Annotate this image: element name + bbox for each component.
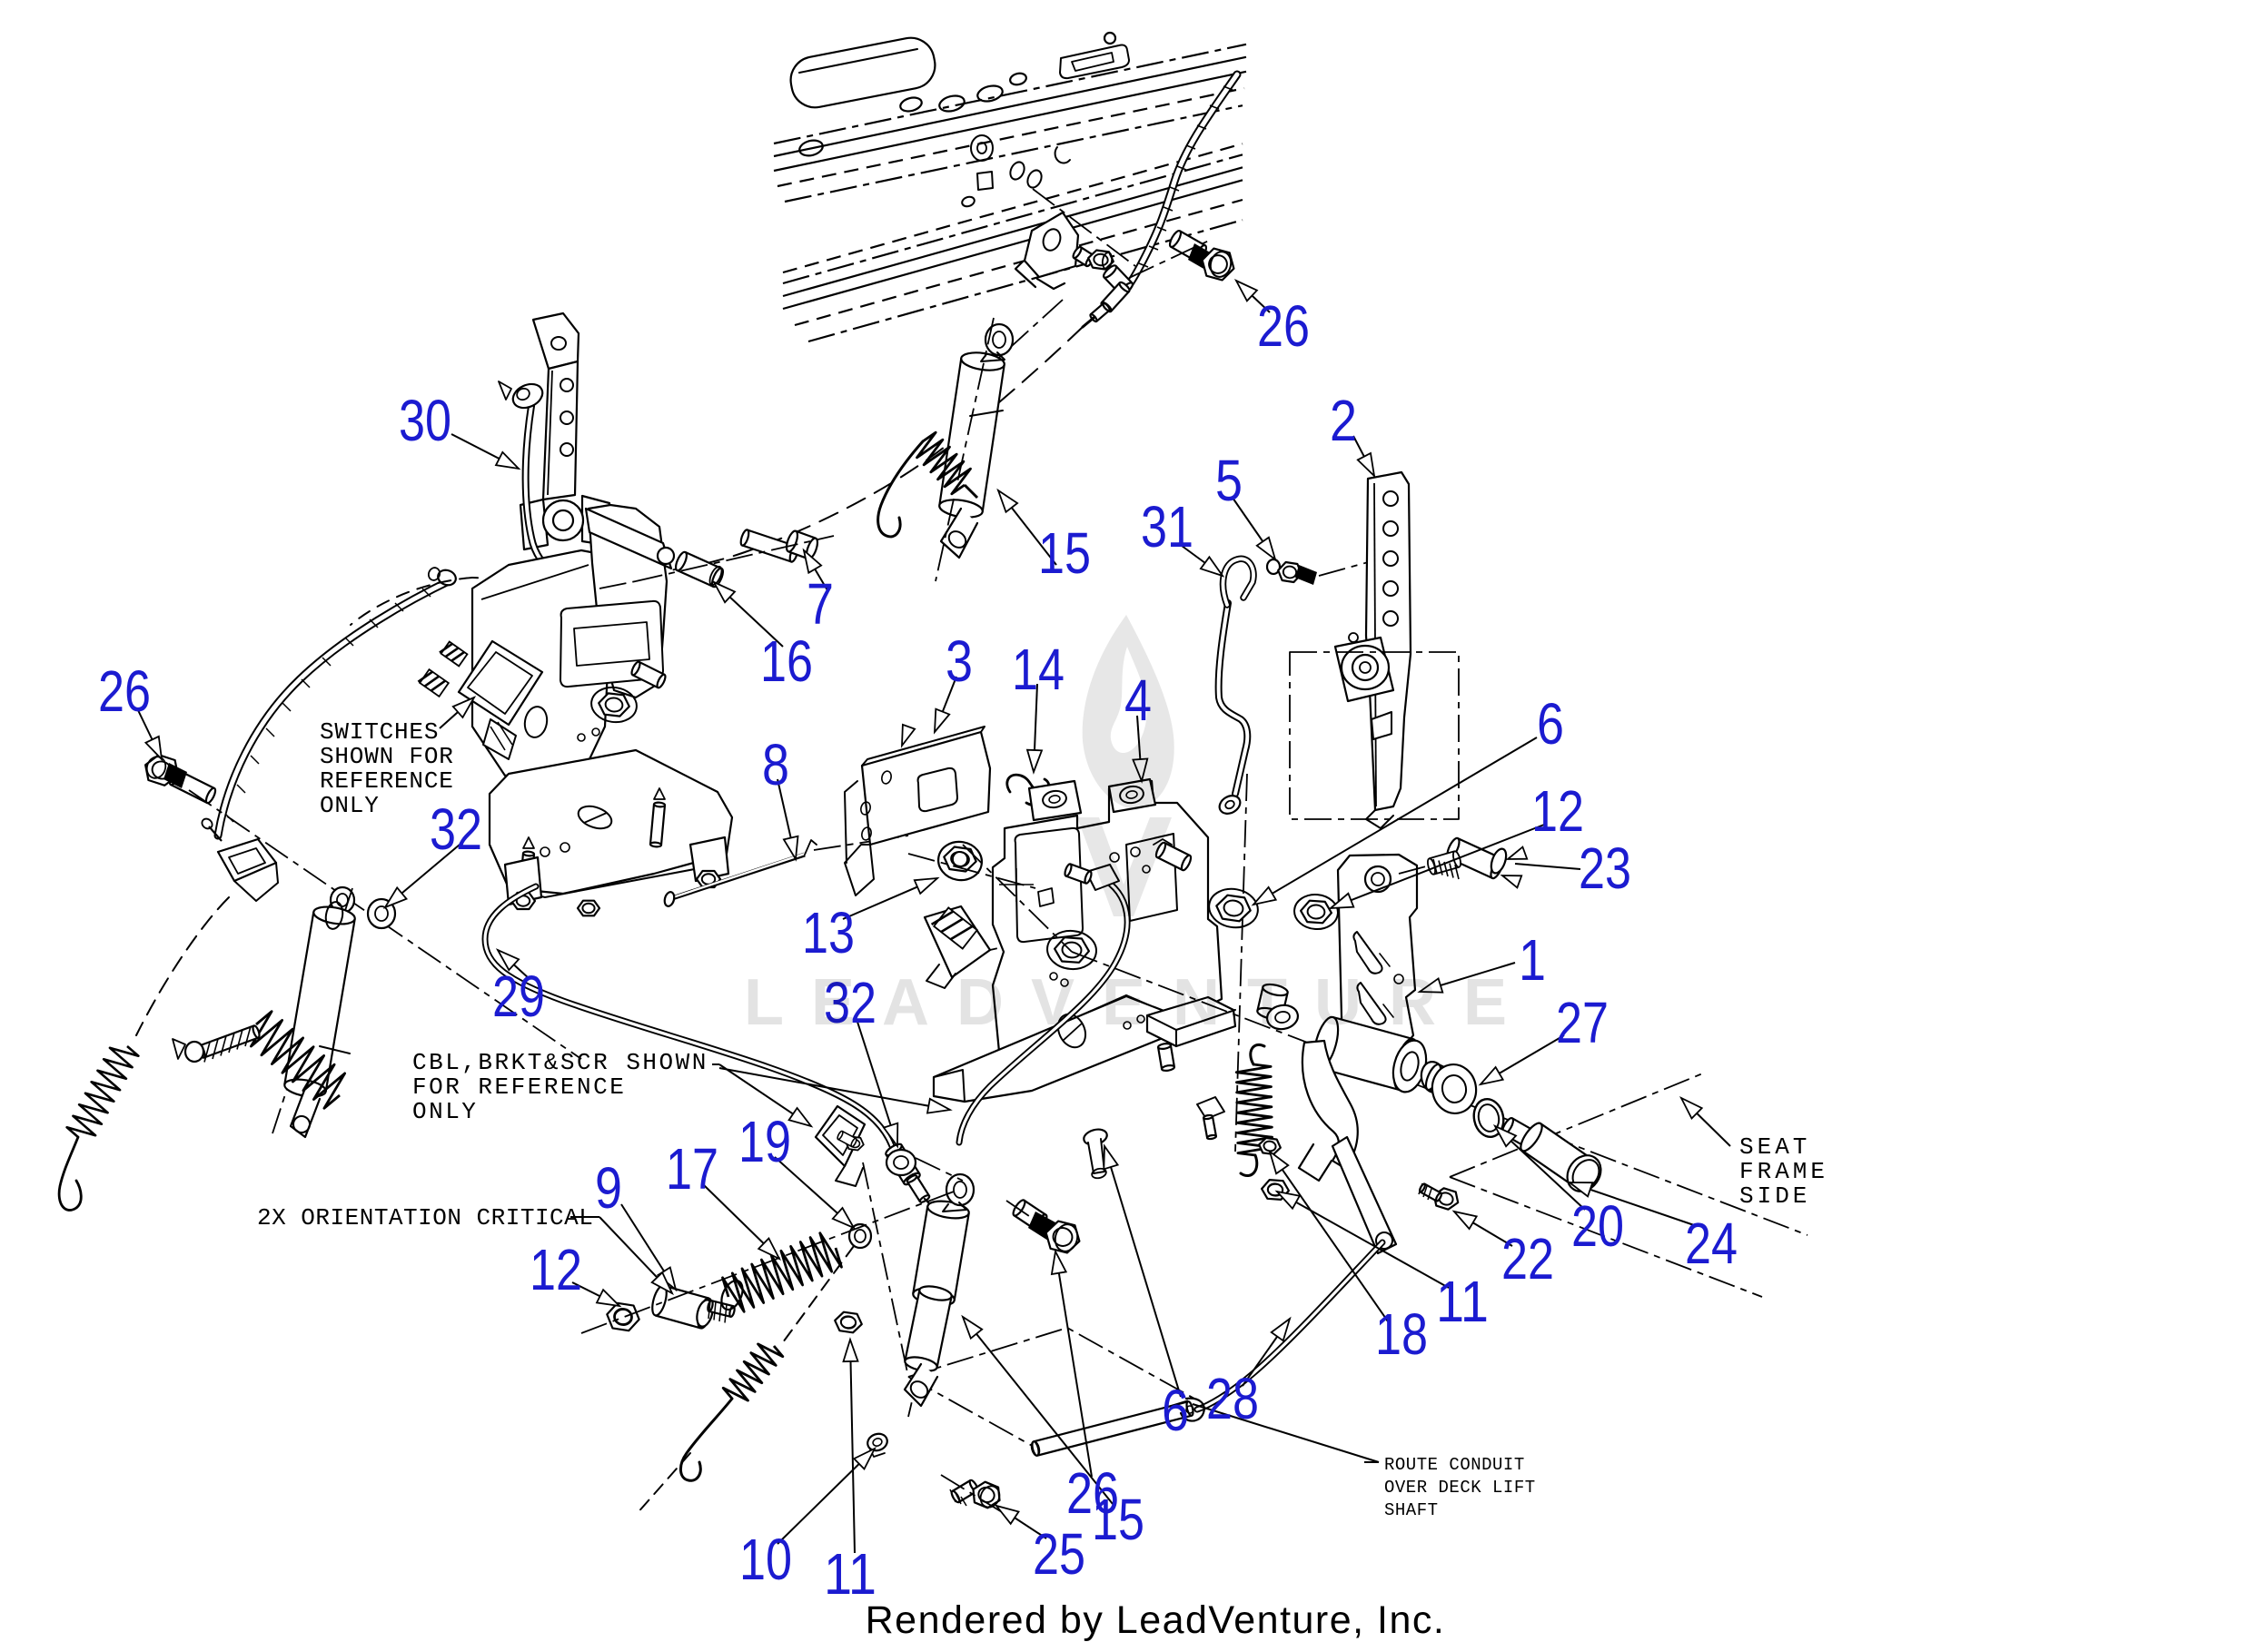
svg-text:OVER DECK LIFT: OVER DECK LIFT bbox=[1384, 1478, 1536, 1498]
svg-text:2X ORIENTATION CRITICAL: 2X ORIENTATION CRITICAL bbox=[257, 1204, 593, 1232]
svg-text:23: 23 bbox=[1579, 836, 1631, 901]
svg-text:SHOWN FOR: SHOWN FOR bbox=[320, 743, 454, 770]
svg-text:25: 25 bbox=[1033, 1521, 1085, 1587]
svg-text:LEADVENTURE: LEADVENTURE bbox=[744, 966, 1534, 1039]
svg-text:22: 22 bbox=[1501, 1226, 1554, 1291]
svg-text:CBL,BRKT&SCR SHOWN: CBL,BRKT&SCR SHOWN bbox=[412, 1049, 708, 1076]
svg-text:26: 26 bbox=[1066, 1460, 1119, 1526]
svg-text:FRAME: FRAME bbox=[1739, 1158, 1828, 1185]
svg-text:32: 32 bbox=[824, 970, 876, 1035]
svg-text:6: 6 bbox=[1537, 691, 1564, 757]
svg-text:5: 5 bbox=[1215, 448, 1243, 513]
svg-text:2: 2 bbox=[1330, 388, 1357, 453]
svg-text:3: 3 bbox=[946, 628, 973, 694]
svg-text:15: 15 bbox=[1092, 1487, 1144, 1552]
svg-text:15: 15 bbox=[1038, 520, 1091, 586]
svg-text:14: 14 bbox=[1012, 637, 1065, 702]
svg-text:11: 11 bbox=[824, 1541, 876, 1607]
svg-text:8: 8 bbox=[762, 732, 789, 797]
svg-text:26: 26 bbox=[98, 658, 151, 724]
svg-text:19: 19 bbox=[738, 1109, 791, 1174]
svg-text:18: 18 bbox=[1375, 1301, 1428, 1367]
svg-text:20: 20 bbox=[1571, 1193, 1624, 1259]
svg-text:SWITCHES: SWITCHES bbox=[320, 718, 439, 746]
svg-text:Rendered by LeadVenture, Inc.: Rendered by LeadVenture, Inc. bbox=[866, 1598, 1446, 1642]
svg-text:16: 16 bbox=[760, 628, 813, 694]
svg-text:27: 27 bbox=[1556, 990, 1609, 1055]
svg-text:ONLY: ONLY bbox=[320, 792, 380, 819]
svg-text:FOR REFERENCE: FOR REFERENCE bbox=[412, 1073, 626, 1101]
svg-text:12: 12 bbox=[1531, 778, 1584, 844]
svg-text:1: 1 bbox=[1519, 927, 1546, 993]
svg-text:26: 26 bbox=[1257, 293, 1310, 359]
svg-text:31: 31 bbox=[1141, 494, 1193, 559]
svg-text:ONLY: ONLY bbox=[412, 1098, 478, 1125]
svg-text:13: 13 bbox=[802, 900, 855, 965]
svg-text:SEAT: SEAT bbox=[1739, 1133, 1810, 1161]
svg-text:SHAFT: SHAFT bbox=[1384, 1500, 1439, 1520]
svg-text:30: 30 bbox=[399, 388, 451, 453]
svg-text:29: 29 bbox=[492, 964, 545, 1029]
svg-text:28: 28 bbox=[1206, 1366, 1259, 1431]
svg-text:ROUTE CONDUIT: ROUTE CONDUIT bbox=[1384, 1455, 1525, 1475]
svg-text:32: 32 bbox=[430, 796, 482, 862]
svg-text:SIDE: SIDE bbox=[1739, 1182, 1810, 1210]
svg-text:12: 12 bbox=[530, 1237, 582, 1302]
svg-text:REFERENCE: REFERENCE bbox=[320, 767, 454, 795]
svg-text:24: 24 bbox=[1685, 1211, 1738, 1276]
svg-text:17: 17 bbox=[666, 1136, 718, 1202]
svg-text:6: 6 bbox=[1162, 1378, 1189, 1443]
svg-text:9: 9 bbox=[595, 1155, 622, 1221]
svg-text:7: 7 bbox=[807, 571, 834, 637]
svg-text:10: 10 bbox=[739, 1527, 792, 1592]
svg-text:11: 11 bbox=[1436, 1269, 1489, 1334]
